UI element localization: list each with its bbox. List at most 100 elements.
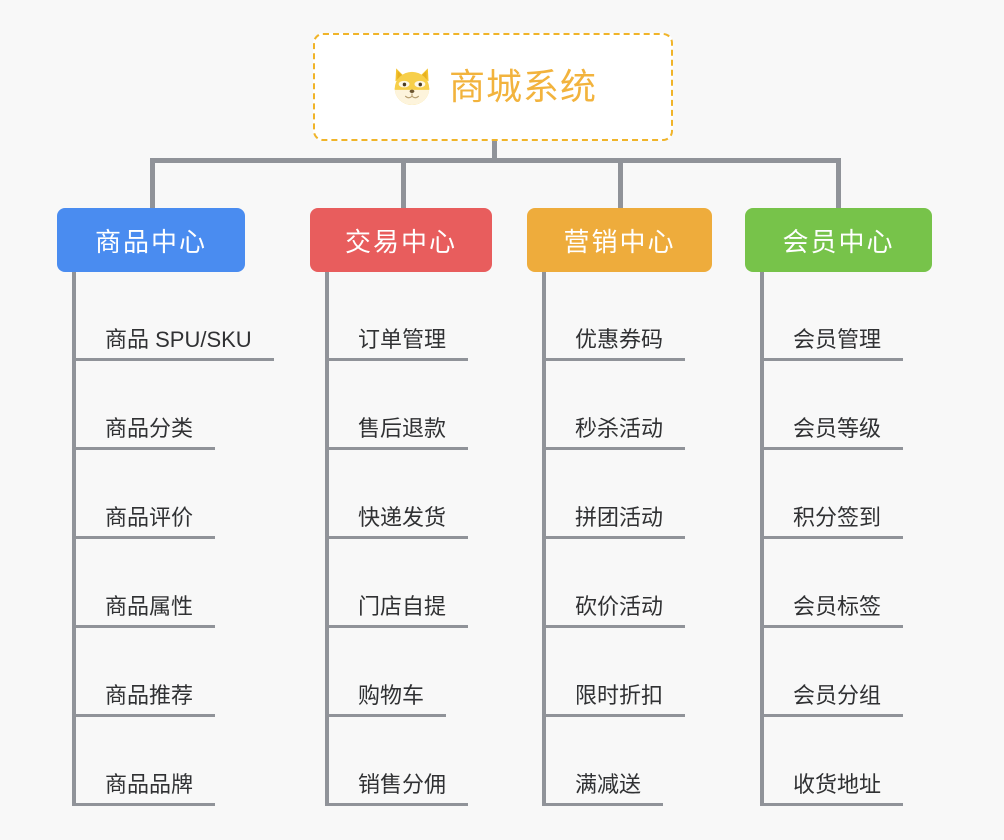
leaf-item[interactable]: 商品属性 — [72, 539, 245, 628]
leaf-rule — [760, 536, 903, 539]
leaf-list-4: 会员管理 会员等级 积分签到 会员标签 会员分组 收货地址 — [745, 272, 932, 806]
leaf-rule — [760, 714, 903, 717]
leaf-item[interactable]: 销售分佣 — [325, 717, 492, 806]
connector-drop-3 — [618, 158, 623, 210]
leaf-label: 会员管理 — [793, 327, 882, 352]
leaf-rule — [72, 714, 215, 717]
leaf-item[interactable]: 砍价活动 — [542, 539, 712, 628]
leaf-rule — [760, 803, 903, 806]
leaf-spine-2 — [325, 272, 329, 806]
leaf-item[interactable]: 积分签到 — [760, 450, 932, 539]
leaf-item[interactable]: 商品推荐 — [72, 628, 245, 717]
leaf-rule — [760, 358, 903, 361]
leaf-label: 售后退款 — [358, 416, 447, 441]
leaf-item[interactable]: 商品 SPU/SKU — [72, 272, 274, 361]
leaf-spine-1 — [72, 272, 76, 806]
leaf-spine-3 — [542, 272, 546, 806]
leaf-item[interactable]: 商品分类 — [72, 361, 245, 450]
leaf-label: 限时折扣 — [575, 683, 664, 708]
leaf-label: 满减送 — [575, 772, 642, 797]
connector-drop-4 — [836, 158, 841, 210]
leaf-item[interactable]: 收货地址 — [760, 717, 932, 806]
leaf-label: 积分签到 — [793, 505, 882, 530]
leaf-label: 销售分佣 — [358, 772, 447, 797]
leaf-rule — [72, 803, 215, 806]
leaf-rule — [325, 714, 446, 717]
branch-header-label-4: 会员中心 — [782, 226, 895, 257]
leaf-rule — [72, 447, 215, 450]
branch-header-4[interactable]: 会员中心 — [745, 208, 932, 272]
leaf-label: 商品 SPU/SKU — [105, 327, 252, 352]
leaf-rule — [760, 447, 903, 450]
leaf-rule — [325, 358, 468, 361]
leaf-rule — [542, 358, 685, 361]
leaf-item[interactable]: 会员分组 — [760, 628, 932, 717]
leaf-label: 收货地址 — [793, 772, 882, 797]
leaf-label: 会员等级 — [793, 416, 882, 441]
branch-header-label-3: 营销中心 — [563, 226, 676, 257]
leaf-item[interactable]: 门店自提 — [325, 539, 492, 628]
leaf-label: 购物车 — [358, 683, 425, 708]
leaf-label: 砍价活动 — [575, 594, 664, 619]
leaf-item[interactable]: 会员管理 — [760, 272, 932, 361]
leaf-label: 商品分类 — [105, 416, 194, 441]
leaf-label: 拼团活动 — [575, 505, 664, 530]
branch-header-label-1: 商品中心 — [94, 226, 207, 257]
leaf-label: 商品评价 — [105, 505, 194, 530]
leaf-list-1: 商品 SPU/SKU 商品分类 商品评价 商品属性 商品推荐 商品品牌 — [57, 272, 274, 806]
connector-drop-2 — [401, 158, 406, 210]
branch-header-1[interactable]: 商品中心 — [57, 208, 245, 272]
connector-root-stem — [492, 141, 497, 160]
leaf-label: 会员标签 — [793, 594, 882, 619]
leaf-label: 秒杀活动 — [575, 416, 664, 441]
leaf-rule — [72, 625, 215, 628]
leaf-item[interactable]: 秒杀活动 — [542, 361, 712, 450]
leaf-item[interactable]: 商品品牌 — [72, 717, 245, 806]
leaf-item[interactable]: 快递发货 — [325, 450, 492, 539]
connector-drop-1 — [150, 158, 155, 210]
leaf-label: 会员分组 — [793, 683, 882, 708]
leaf-rule — [325, 447, 468, 450]
leaf-rule — [542, 625, 685, 628]
branch-trade-center: 交易中心 订单管理 售后退款 快递发货 门店自提 购物车 — [310, 208, 492, 806]
leaf-rule — [542, 803, 663, 806]
leaf-rule — [760, 625, 903, 628]
leaf-label: 商品属性 — [105, 594, 194, 619]
branch-header-3[interactable]: 营销中心 — [527, 208, 712, 272]
leaf-label: 商品推荐 — [105, 683, 194, 708]
branch-header-label-2: 交易中心 — [344, 226, 457, 257]
branch-member-center: 会员中心 会员管理 会员等级 积分签到 会员标签 会员分组 — [745, 208, 932, 806]
leaf-rule — [542, 536, 685, 539]
leaf-item[interactable]: 会员标签 — [760, 539, 932, 628]
root-node-label: 商城系统 — [448, 66, 597, 107]
leaf-item[interactable]: 商品评价 — [72, 450, 245, 539]
leaf-rule — [72, 536, 215, 539]
leaf-rule — [325, 803, 468, 806]
leaf-label: 快递发货 — [358, 505, 447, 530]
leaf-rule — [325, 536, 468, 539]
branch-marketing-center: 营销中心 优惠券码 秒杀活动 拼团活动 砍价活动 限时折扣 — [527, 208, 712, 806]
leaf-label: 订单管理 — [358, 327, 447, 352]
leaf-item[interactable]: 优惠券码 — [542, 272, 712, 361]
leaf-item[interactable]: 限时折扣 — [542, 628, 712, 717]
branch-header-2[interactable]: 交易中心 — [310, 208, 492, 272]
leaf-label: 商品品牌 — [105, 772, 194, 797]
branch-product-center: 商品中心 商品 SPU/SKU 商品分类 商品评价 商品属性 商品推荐 — [57, 208, 274, 806]
leaf-label: 优惠券码 — [575, 327, 664, 352]
leaf-list-2: 订单管理 售后退款 快递发货 门店自提 购物车 销售分佣 — [310, 272, 492, 806]
connector-horizontal-bus — [150, 158, 840, 163]
leaf-item[interactable]: 会员等级 — [760, 361, 932, 450]
leaf-list-3: 优惠券码 秒杀活动 拼团活动 砍价活动 限时折扣 满减送 — [527, 272, 712, 806]
root-node[interactable]: 商城系统 — [313, 33, 673, 141]
leaf-rule — [325, 625, 468, 628]
leaf-item[interactable]: 购物车 — [325, 628, 492, 717]
leaf-item[interactable]: 订单管理 — [325, 272, 492, 361]
leaf-rule — [542, 714, 685, 717]
leaf-item[interactable]: 拼团活动 — [542, 450, 712, 539]
shiba-dog-icon — [394, 68, 430, 105]
leaf-rule — [72, 358, 274, 361]
leaf-item[interactable]: 售后退款 — [325, 361, 492, 450]
leaf-spine-4 — [760, 272, 764, 806]
leaf-item[interactable]: 满减送 — [542, 717, 712, 806]
